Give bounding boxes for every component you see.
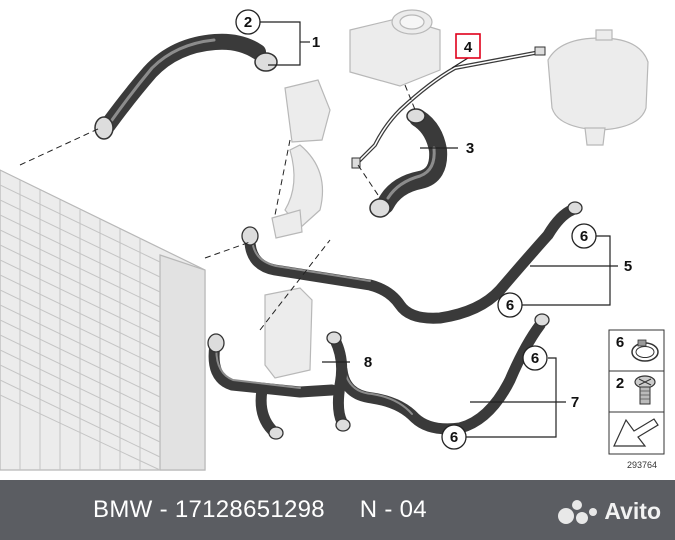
callout-label-2: 2 [244, 14, 252, 31]
callout-label-3: 3 [466, 140, 474, 157]
hose-1 [94, 33, 278, 140]
callout-bubble-6d: 6 [441, 424, 467, 450]
coolant-filter-housing [349, 9, 441, 87]
callout-label-5-group: 5 [624, 258, 632, 275]
brand-name: Avito [604, 498, 661, 524]
assembly-lines [19, 84, 417, 331]
callout-box-4: 4 [455, 33, 481, 59]
callout-bubble-6a: 6 [571, 223, 597, 249]
hose-3 [369, 108, 448, 218]
vent-line-4 [351, 46, 546, 169]
arrow-up-left-icon [613, 418, 659, 447]
drawing-number: 293764 [627, 460, 657, 470]
callout-label-1-group: 1 [312, 34, 320, 51]
expansion-tank [547, 29, 649, 146]
legend-panel: 6 2 293764 [608, 329, 665, 470]
callout-label-5: 5 [624, 258, 632, 275]
hose-8 [207, 331, 351, 440]
cooling-system-diagram: 2 1 3 4 6 5 6 6 7 6 8 6 [0, 9, 665, 471]
callout-leaders [260, 21, 618, 438]
hose-7 [336, 313, 550, 435]
callout-bubble-6c: 6 [522, 345, 548, 371]
callout-label-7: 7 [571, 394, 579, 411]
legend-label-6: 6 [616, 334, 624, 351]
callout-label-8-group: 8 [364, 354, 372, 371]
callout-label-1: 1 [312, 34, 320, 51]
electric-pump [264, 287, 313, 379]
screw-clamp-icon [634, 375, 656, 405]
thermostat-housing [271, 79, 331, 239]
callout-label-6b: 6 [506, 297, 514, 314]
callout-bubble-6b: 6 [497, 292, 523, 318]
callout-bubble-2: 2 [235, 9, 261, 35]
hose-5 [241, 201, 583, 324]
legend-label-2: 2 [616, 375, 624, 392]
callout-label-6d: 6 [450, 429, 458, 446]
part-number-caption: BMW - 17128651298 N - 04 [93, 496, 427, 523]
callout-label-4: 4 [464, 39, 473, 56]
brand-watermark: Avito [556, 498, 661, 525]
callout-label-3-group: 3 [466, 140, 474, 157]
callout-label-8: 8 [364, 354, 372, 371]
footer-bar: BMW - 17128651298 N - 04 Avito [0, 480, 675, 540]
avito-logo-icon [556, 499, 600, 525]
callout-label-6a: 6 [580, 228, 588, 245]
callout-label-7-group: 7 [571, 394, 579, 411]
callout-label-6c: 6 [531, 350, 539, 367]
hose-clamp-icon [631, 339, 659, 362]
radiator [0, 169, 206, 471]
